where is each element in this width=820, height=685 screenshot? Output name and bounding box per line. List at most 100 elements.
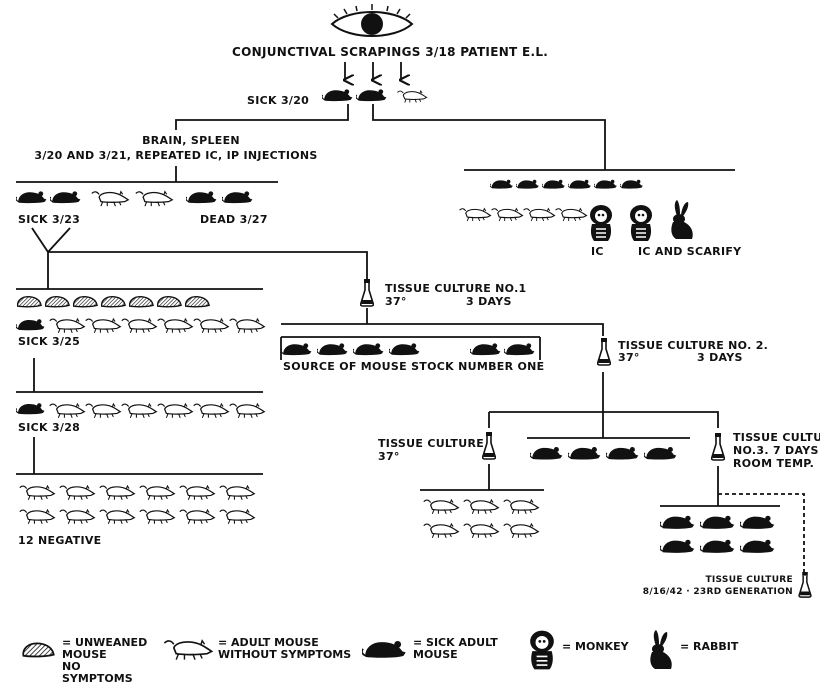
adult-mouse-icon	[504, 524, 539, 538]
sick-mouse-icon	[16, 403, 45, 414]
adult-mouse-icon	[136, 192, 172, 207]
legend-monkey: = Monkey	[562, 641, 629, 653]
legend-no-symptoms-text: No symptoms	[62, 660, 133, 685]
legend-sick-adult: = Sick adult mouse	[413, 637, 508, 661]
adult-mouse-icon	[50, 404, 85, 418]
sick-328-label: Sick 3/28	[18, 422, 80, 434]
sick-320-label: Sick 3/20	[247, 95, 309, 107]
rabbit-icon	[650, 630, 671, 669]
sick-mouse-icon	[362, 641, 406, 658]
sick-mouse-icon	[356, 89, 386, 101]
adult-mouse-icon	[194, 319, 229, 333]
unweaned-mouse-icon	[186, 297, 210, 307]
adult-mouse-icon	[122, 319, 157, 333]
adult-mouse-icon	[140, 486, 175, 500]
sick-mouse-icon	[530, 447, 562, 459]
sick-mouse-icon	[504, 343, 534, 355]
sick-mouse-icon	[568, 447, 600, 459]
sick-mouse-icon	[222, 191, 252, 203]
sick-mouse-icon	[16, 319, 45, 330]
tc1-temp: 37°	[385, 296, 407, 308]
adult-mouse-icon	[100, 486, 135, 500]
adult-mouse-icon	[100, 510, 135, 524]
adult-mouse-icon	[220, 510, 255, 524]
final-tc-gen: 8/16/42 · 23rd generation	[643, 586, 793, 598]
sick-mouse-icon	[620, 180, 643, 189]
tc2-days: 3 days	[697, 352, 743, 364]
connector-top	[176, 104, 348, 130]
sick-mouse-icon	[542, 180, 565, 189]
adult-mouse-icon	[158, 319, 193, 333]
adult-mouse-icon	[140, 510, 175, 524]
dead-327-label: Dead 3/27	[200, 214, 268, 226]
adult-mouse-icon	[194, 404, 229, 418]
sick-mouse-icon	[700, 540, 734, 553]
unweaned-mouse-icon	[23, 643, 54, 656]
injections-label: 3/20 and 3/21, repeated IC, IP injection…	[34, 150, 317, 162]
monkey-icon	[630, 205, 652, 241]
adult-mouse-icon	[397, 91, 426, 103]
ic-label: IC	[591, 246, 604, 258]
adult-mouse-icon	[556, 209, 587, 221]
adult-mouse-icon	[86, 404, 121, 418]
negative-label: 12 negative	[18, 535, 101, 547]
adult-mouse-icon	[60, 486, 95, 500]
flask-icon	[598, 338, 611, 365]
adult-mouse-icon	[122, 404, 157, 418]
tc2-title: Tissue culture No. 2.	[618, 340, 768, 352]
sick-mouse-icon	[470, 343, 500, 355]
source-label: Conjunctival scrapings 3/18 Patient E.L.	[232, 46, 548, 58]
flask-icon	[799, 572, 811, 597]
adult-mouse-icon	[230, 404, 265, 418]
adult-mouse-icon	[460, 209, 491, 221]
unweaned-mouse-icon	[18, 297, 42, 307]
sick-mouse-icon	[568, 180, 591, 189]
adult-mouse-icon	[424, 524, 459, 538]
adult-mouse-icon	[492, 209, 523, 221]
mouse-stock-label: Source of mouse stock number one	[283, 361, 544, 373]
adult-mouse-icon	[464, 524, 499, 538]
tc-left-title: Tissue culture	[378, 438, 484, 450]
adult-mouse-icon	[524, 209, 555, 221]
sick-mouse-icon	[606, 447, 638, 459]
unweaned-mouse-icon	[102, 297, 126, 307]
sick-mouse-icon	[740, 540, 774, 553]
rabbit-icon	[671, 200, 692, 239]
sick-mouse-icon	[516, 180, 539, 189]
sick-mouse-icon	[50, 191, 80, 203]
sick-323-label: Sick 3/23	[18, 214, 80, 226]
tc3-title: Tissue culture	[733, 432, 820, 444]
legend-unweaned: = Unweaned mouse No symptoms	[62, 637, 152, 685]
adult-mouse-icon	[504, 500, 539, 514]
tc3-line3: Room temp.	[733, 458, 814, 470]
adult-mouse-icon	[180, 510, 215, 524]
connector-top-right	[373, 104, 605, 170]
adult-mouse-icon	[20, 510, 55, 524]
sick-mouse-icon	[660, 540, 694, 553]
sick-mouse-icon	[186, 191, 216, 203]
eye-icon	[332, 4, 412, 36]
unweaned-mouse-icon	[46, 297, 70, 307]
brain-spleen-label: Brain, spleen	[142, 135, 240, 147]
adult-mouse-icon	[92, 192, 128, 207]
connector-y	[32, 228, 70, 289]
adult-mouse-icon	[158, 404, 193, 418]
sick-mouse-icon	[594, 180, 617, 189]
monkey-icon	[530, 631, 554, 670]
sick-mouse-icon	[353, 343, 383, 355]
monkey-icon	[590, 205, 612, 241]
tc2-temp: 37°	[618, 352, 640, 364]
legend-adult: = Adult mouse without symptoms	[218, 637, 353, 661]
sick-mouse-icon	[322, 89, 352, 101]
tc1-title: Tissue culture No.1	[385, 283, 527, 295]
connector-tc1	[48, 252, 367, 280]
adult-mouse-icon	[424, 500, 459, 514]
sick-mouse-icon	[281, 343, 311, 355]
adult-mouse-icon	[164, 641, 211, 660]
adult-mouse-icon	[230, 319, 265, 333]
unweaned-mouse-icon	[74, 297, 98, 307]
arrow-down-icon	[345, 62, 401, 80]
adult-mouse-icon	[50, 319, 85, 333]
adult-mouse-icon	[180, 486, 215, 500]
adult-mouse-icon	[60, 510, 95, 524]
